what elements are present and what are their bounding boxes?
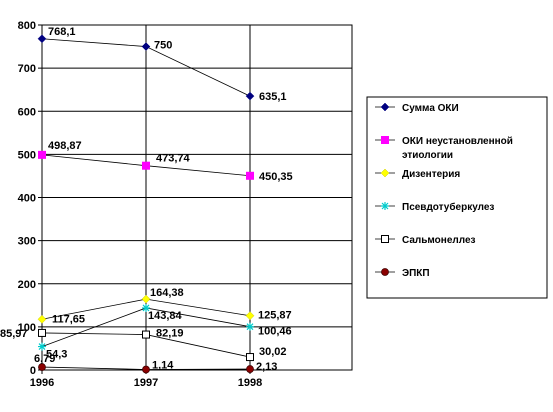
data-label: 117,65 bbox=[52, 313, 85, 325]
series-2-point-0 bbox=[37, 314, 47, 324]
y-axis-ticks: 0 100 200 300 400 500 600 700 800 bbox=[18, 20, 42, 377]
y-tick-label: 400 bbox=[18, 193, 36, 205]
y-tick-label: 800 bbox=[18, 20, 36, 32]
y-tick-label: 600 bbox=[18, 106, 36, 118]
series-5-point-0 bbox=[38, 363, 46, 371]
series-1-point-1 bbox=[142, 161, 150, 170]
series-3-point-1 bbox=[142, 303, 150, 312]
chart-legend: Сумма ОКИ ОКИ неустановленной этиологииДиз… bbox=[366, 96, 548, 299]
series-0-point-2 bbox=[245, 91, 255, 101]
series-2-point-2 bbox=[245, 311, 255, 321]
legend-label: Дизентерия bbox=[402, 169, 460, 180]
series-5-point-2 bbox=[246, 365, 254, 373]
legend-marker-2 bbox=[380, 168, 390, 178]
y-tick-label: 500 bbox=[18, 149, 36, 161]
data-label: 143,84 bbox=[148, 310, 183, 322]
legend-box bbox=[366, 96, 548, 299]
data-label: 100,46 bbox=[258, 326, 292, 338]
legend-marker-0 bbox=[380, 102, 390, 112]
y-tick-label: 700 bbox=[18, 63, 36, 75]
data-label: 635,1 bbox=[259, 91, 287, 103]
data-label: 1,14 bbox=[152, 360, 174, 372]
data-label: 450,35 bbox=[259, 171, 293, 183]
y-tick-label: 200 bbox=[18, 279, 36, 291]
chart-gridlines bbox=[41, 24, 352, 370]
chart-data-labels: 768,1 750 635,1 498,87 473,74 450,35 117,65 164… bbox=[0, 26, 293, 373]
data-label: 82,19 bbox=[156, 328, 184, 340]
series-0-point-1 bbox=[141, 42, 151, 51]
data-label: 164,38 bbox=[150, 287, 184, 299]
series-4-point-0 bbox=[38, 328, 46, 337]
legend-label: ЭПКП bbox=[402, 268, 430, 279]
series-3-point-0 bbox=[38, 342, 46, 351]
data-label: 30,02 bbox=[259, 346, 287, 358]
chart-series bbox=[37, 34, 255, 374]
data-label: 2,13 bbox=[256, 361, 277, 373]
x-tick-label: 1998 bbox=[238, 377, 262, 389]
series-5-point-1 bbox=[142, 365, 150, 374]
series-4-point-1 bbox=[142, 330, 150, 339]
x-tick-label: 1996 bbox=[30, 377, 54, 389]
y-tick-label: 100 bbox=[18, 322, 36, 334]
legend-label: Псевдотуберкулез bbox=[402, 201, 494, 213]
legend-label: этиологии bbox=[402, 150, 453, 161]
x-tick-label: 1997 bbox=[134, 377, 158, 389]
x-axis-ticks: 1996 1997 1998 bbox=[30, 370, 262, 389]
data-label: 498,87 bbox=[48, 140, 82, 152]
legend-label: Сальмонеллез bbox=[402, 235, 476, 246]
legend-marker-4 bbox=[381, 235, 389, 243]
series-4-point-2 bbox=[246, 353, 254, 362]
data-label: 54,3 bbox=[46, 349, 67, 361]
data-label: 85,97 bbox=[0, 328, 28, 340]
y-tick-label: 300 bbox=[18, 236, 36, 248]
data-label: 6,79 bbox=[34, 353, 55, 365]
legend-label: ОКИ неустановленной bbox=[402, 136, 513, 147]
legend-marker-5 bbox=[381, 268, 389, 276]
series-2-point-1 bbox=[141, 294, 151, 304]
data-label: 750 bbox=[154, 40, 172, 52]
series-1-point-0 bbox=[38, 150, 46, 159]
legend-label: Сумма ОКИ bbox=[402, 103, 459, 114]
series-3-point-2 bbox=[246, 322, 254, 331]
data-label: 125,87 bbox=[258, 310, 292, 322]
legend-marker-3 bbox=[381, 202, 389, 210]
legend-marker-1 bbox=[381, 136, 389, 144]
series-0-point-0 bbox=[37, 34, 47, 44]
data-label: 473,74 bbox=[156, 153, 191, 165]
data-label: 768,1 bbox=[48, 26, 76, 38]
y-tick-label: 0 bbox=[30, 365, 36, 377]
series-1-point-2 bbox=[246, 171, 254, 180]
